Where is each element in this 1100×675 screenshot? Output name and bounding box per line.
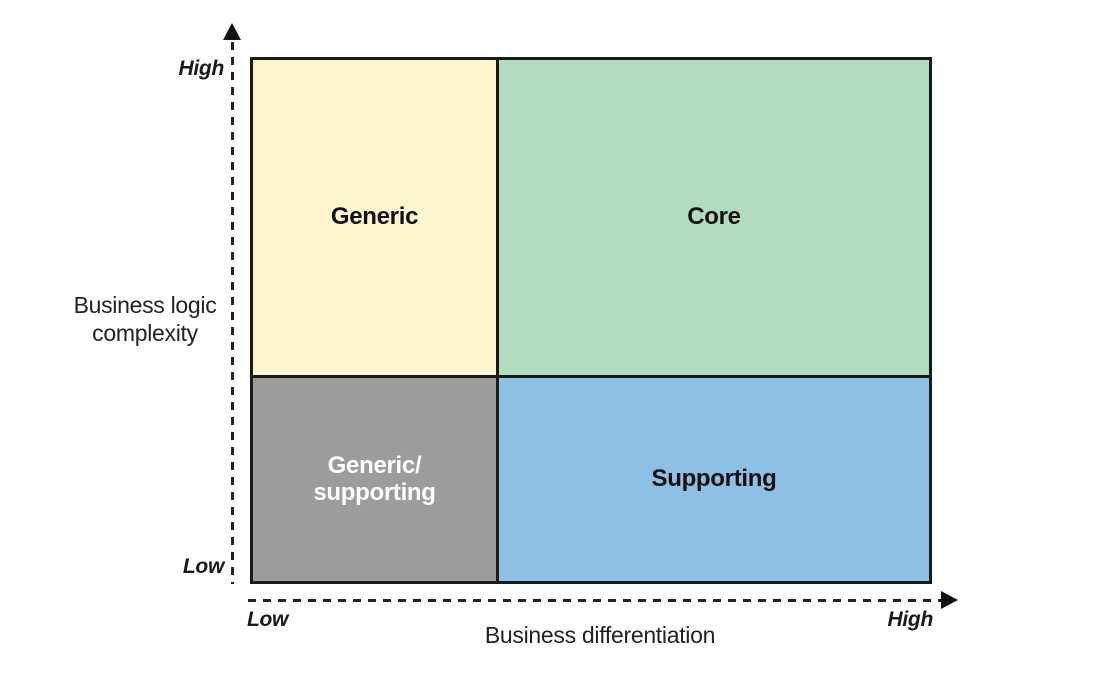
x-axis-low-label: Low: [247, 608, 289, 631]
x-axis-high-label: High: [887, 608, 934, 631]
quadrant-core: Core: [499, 60, 929, 375]
quadrant-supporting: Supporting: [499, 378, 929, 581]
y-axis-arrow-up-icon: [223, 23, 241, 40]
quadrant-generic-supporting-label-line1: Generic/: [327, 451, 422, 479]
y-axis-title-line2: complexity: [92, 319, 198, 346]
quadrant-generic-supporting-label-line2: supporting: [313, 478, 436, 506]
x-axis-title: Business differentiation: [484, 622, 716, 648]
quadrant-generic-supporting: Generic/ supporting: [253, 378, 496, 581]
y-axis-high-label: High: [178, 57, 225, 80]
x-axis-arrow-right-icon: [941, 591, 958, 609]
quadrant-matrix: Generic Core Generic/ supporting Support…: [250, 57, 932, 584]
quadrant-generic: Generic: [253, 60, 496, 375]
y-axis-low-label: Low: [182, 555, 224, 578]
x-axis-dashed-line: [248, 599, 942, 602]
y-axis-title-line1: Business logic: [73, 292, 217, 318]
quadrant-supporting-label: Supporting: [651, 465, 777, 493]
quadrant-core-label: Core: [687, 203, 741, 231]
quadrant-generic-label: Generic: [330, 203, 419, 231]
y-axis-dashed-line: [231, 42, 234, 584]
y-axis-title: Business logic complexity: [35, 292, 255, 347]
